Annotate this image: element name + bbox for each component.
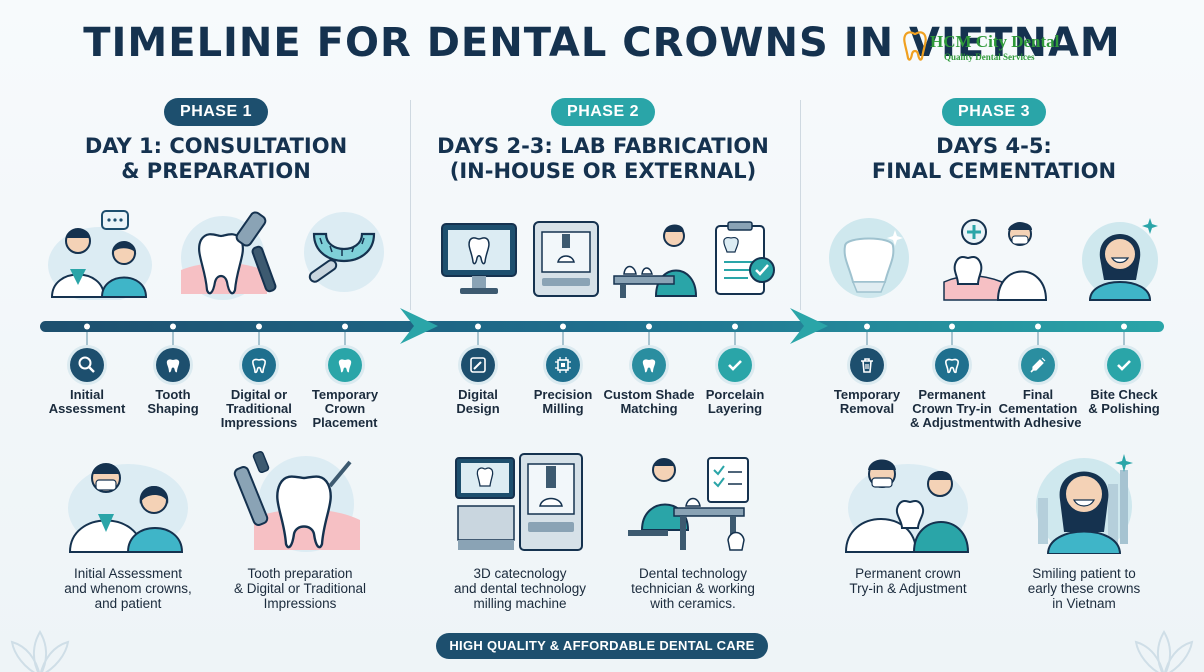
3d-scanner-milling-illustration xyxy=(455,453,583,551)
trash-icon xyxy=(850,348,884,382)
timeline-track xyxy=(40,308,1164,346)
phase-title: DAYS 4-5: FINAL CEMENTATION xyxy=(814,134,1174,184)
footer-badge: HIGH QUALITY & AFFORDABLE DENTAL CARE xyxy=(436,633,768,659)
clinic-logo[interactable]: HCM City Dental Quality Dental Services xyxy=(900,30,1090,68)
phase-title-line: FINAL CEMENTATION xyxy=(871,159,1117,183)
phase-title-line: DAY 1: CONSULTATION xyxy=(84,134,348,158)
tooth-icon xyxy=(328,348,362,382)
doctor-patient-illustration xyxy=(68,463,188,553)
phase-2-header: PHASE 2 DAYS 2-3: LAB FABRICATION (IN-HO… xyxy=(423,98,783,184)
phase-title-line: & PREPARATION xyxy=(121,159,311,183)
tooth-icon xyxy=(935,348,969,382)
check-icon xyxy=(718,348,752,382)
phase-title: DAYS 2-3: LAB FABRICATION (IN-HOUSE OR E… xyxy=(423,134,783,184)
tooth-icon xyxy=(156,348,190,382)
tooth-preparation-illustration xyxy=(233,451,360,552)
lab-technician-illustration xyxy=(613,224,698,298)
tooth-logo-icon xyxy=(903,31,927,61)
smiling-patient-illustration xyxy=(1082,218,1158,301)
crown-try-in-illustration xyxy=(844,459,970,553)
design-pen-icon xyxy=(461,348,495,382)
consultation-illustration xyxy=(48,210,152,300)
step-label: Bite Check& Polishing xyxy=(1088,387,1160,416)
phase-1-header: PHASE 1 DAY 1: CONSULTATION & PREPARATIO… xyxy=(36,98,396,184)
phase-title-line: (IN-HOUSE OR EXTERNAL) xyxy=(449,159,757,183)
phase-title-line: DAYS 2-3: LAB FABRICATION xyxy=(437,134,769,158)
quality-checklist-illustration xyxy=(715,221,775,295)
milling-machine-illustration xyxy=(533,221,599,297)
logo-text: HCM City Dental xyxy=(930,32,1060,51)
tooth-icon xyxy=(632,348,666,382)
lotus-decoration-icon xyxy=(1134,630,1194,672)
phase-divider xyxy=(800,100,801,310)
caption-tooth-preparation: Tooth preparation& Digital or Traditiona… xyxy=(233,566,367,611)
phase-3-header: PHASE 3 DAYS 4-5: FINAL CEMENTATION xyxy=(814,98,1174,184)
crown-illustration xyxy=(829,218,909,298)
lotus-decoration-icon xyxy=(10,630,70,672)
crown-fitting-illustration xyxy=(943,219,1048,301)
phase-divider xyxy=(410,100,411,310)
step-bite-check: Bite Check& Polishing xyxy=(1069,348,1179,416)
syringe-icon xyxy=(1021,348,1055,382)
chip-icon xyxy=(546,348,580,382)
logo-subtitle: Quality Dental Services xyxy=(944,52,1035,62)
page-title: TIMELINE FOR DENTAL CROWNS IN VIETNAM xyxy=(83,20,1121,66)
phase-badge: PHASE 3 xyxy=(942,98,1046,126)
phase-badge: PHASE 2 xyxy=(551,98,655,126)
phase-title: DAY 1: CONSULTATION & PREPARATION xyxy=(36,134,396,184)
phase-badge: PHASE 1 xyxy=(164,98,268,126)
impression-tray-illustration xyxy=(304,212,384,292)
phase-title-line: DAYS 4-5: xyxy=(936,134,1052,158)
tooth-shaping-illustration xyxy=(181,211,277,300)
tooth-icon xyxy=(242,348,276,382)
magnifier-tooth-icon xyxy=(70,348,104,382)
digital-design-monitor-illustration xyxy=(441,223,517,294)
smiling-patient-city-illustration xyxy=(1036,454,1133,554)
check-icon xyxy=(1107,348,1141,382)
technician-ceramics-illustration xyxy=(628,457,749,551)
